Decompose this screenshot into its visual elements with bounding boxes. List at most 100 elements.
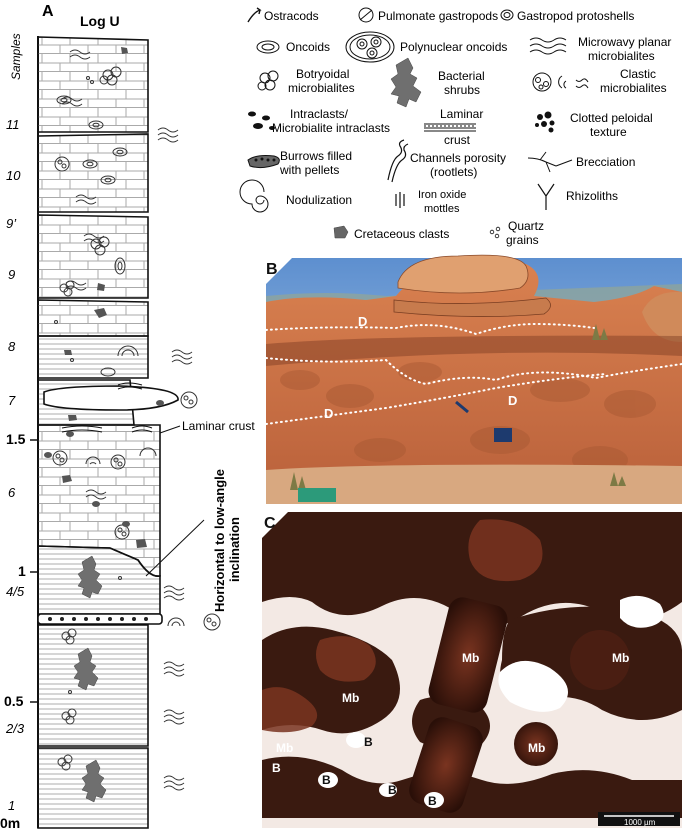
bed-10 xyxy=(37,133,149,213)
photo-c-label: Mb xyxy=(462,651,479,665)
legend-label: crust xyxy=(444,133,471,147)
legend-label: Intraclasts/ xyxy=(290,107,349,121)
photo-c-label: Mb xyxy=(528,741,545,755)
legend-label: Nodulization xyxy=(286,193,352,207)
channel-porosity-icon xyxy=(387,139,409,183)
photo-c-label: Mb xyxy=(276,741,293,755)
legend-label: Oncoids xyxy=(286,40,330,54)
legend-label: grains xyxy=(506,233,539,247)
legend-label: Clastic xyxy=(620,67,656,81)
log-column xyxy=(37,36,179,829)
sample-label: 9’ xyxy=(6,216,17,231)
scale-bar-label: 1000 µm xyxy=(624,818,656,827)
legend-label: Laminar xyxy=(440,107,483,121)
legend-label: Rhizoliths xyxy=(566,189,618,203)
bed-9 xyxy=(37,214,149,299)
legend-label: Iron oxide xyxy=(418,189,466,201)
legend-label: Polynuclear oncoids xyxy=(400,40,507,54)
bed-4-5 xyxy=(37,545,161,615)
photo-b-label: D xyxy=(324,406,333,421)
legend-label: Bacterial xyxy=(438,69,485,83)
bed-11 xyxy=(37,36,149,133)
legend-label: Cretaceous clasts xyxy=(354,227,449,241)
photo-c-label: B xyxy=(322,773,331,787)
depth-label: 0.5 xyxy=(4,693,24,709)
log-symbols xyxy=(52,49,157,771)
clotted-peloidal-icon xyxy=(535,111,555,133)
photo-b-label: D xyxy=(358,314,367,329)
legend-label: mottles xyxy=(424,203,460,215)
photo-c-label: B xyxy=(364,735,373,749)
sample-label: 4/5 xyxy=(6,584,25,599)
sample-label: 11 xyxy=(6,117,20,132)
sample-label: 1 xyxy=(8,798,15,813)
thin-section-photo: Mb Mb Mb Mb Mb B B B B B 1000 µm C xyxy=(262,512,682,828)
legend-label: Burrows filled xyxy=(280,149,352,163)
sample-label: 2/3 xyxy=(5,721,25,736)
laminar-crust-annotation: Laminar crust xyxy=(182,419,255,433)
legend-label: with pellets xyxy=(279,163,339,177)
outcrop-photo: D D D B xyxy=(265,254,683,504)
bacterial-shrub-icon xyxy=(390,57,422,108)
burrow-pellets-icon xyxy=(247,155,280,169)
legend-label: Quartz xyxy=(508,219,544,233)
microwavy-microbialite-icon xyxy=(529,37,567,55)
sample-label: 7 xyxy=(8,393,16,408)
panel-label-a: A xyxy=(42,3,54,20)
log-pellets xyxy=(48,617,148,621)
legend-label: microbialites xyxy=(600,81,667,95)
brecciation-icon xyxy=(527,151,573,173)
log-side-symbols xyxy=(157,127,221,791)
legend-label: Brecciation xyxy=(576,155,635,169)
photo-c-label: Mb xyxy=(612,651,629,665)
log-clasts xyxy=(44,47,164,548)
lens-7 xyxy=(43,385,179,411)
bed-8-lower xyxy=(37,335,149,379)
legend-label: microbialites xyxy=(588,49,655,63)
bed-8-upper xyxy=(37,299,149,337)
panel-label-c: C xyxy=(264,515,276,532)
log-title: Log U xyxy=(80,13,120,29)
ostracod-icon xyxy=(247,7,262,23)
sample-labels: 11 10 9’ 9 8 7 6 4/5 2/3 1 xyxy=(5,117,25,813)
inclination-leader xyxy=(145,519,205,577)
log-laminar-crust xyxy=(61,382,153,433)
gastropod-protoshell-icon xyxy=(500,9,514,21)
photo-b-label: D xyxy=(508,393,517,408)
legend-label: microbialites xyxy=(288,81,355,95)
laminar-crust-leader xyxy=(159,425,181,434)
laminar-crust-icon xyxy=(424,123,476,132)
clastic-microbialite-icon xyxy=(532,72,589,92)
sample-label: 6 xyxy=(8,485,16,500)
inclination-annotation: Horizontal to low-angle inclination xyxy=(212,465,242,612)
samples-axis-label: Samples xyxy=(9,33,23,80)
sample-label: 10 xyxy=(6,168,21,183)
photo-c-label: B xyxy=(388,783,397,797)
depth-label: 1 xyxy=(18,563,26,579)
legend-label: Ostracods xyxy=(264,9,319,23)
legend: Ostracods Pulmonate gastropods Gastropod… xyxy=(239,7,671,247)
quartz-grain-icon xyxy=(489,226,501,239)
iron-oxide-icon xyxy=(395,192,405,208)
pulmonate-gastropod-icon xyxy=(358,7,374,23)
legend-label: (rootlets) xyxy=(430,165,477,179)
photo-c-label: B xyxy=(428,794,437,808)
legend-label: Pulmonate gastropods xyxy=(378,9,498,23)
photo-c-label: Mb xyxy=(342,691,359,705)
oncoid-icon xyxy=(256,40,280,54)
legend-label: texture xyxy=(590,125,627,139)
depth-scale: 1.5 1 0.5 0m xyxy=(0,431,38,831)
intraclast-icon xyxy=(248,111,275,130)
nodulization-icon xyxy=(239,179,269,213)
legend-label: Microwavy planar xyxy=(578,35,671,49)
botryoidal-microbialite-icon xyxy=(257,70,279,91)
photo-c-label: B xyxy=(272,761,281,775)
depth-label: 1.5 xyxy=(6,431,26,447)
cretaceous-clast-icon xyxy=(333,225,349,239)
sample-label: 9 xyxy=(8,267,15,282)
legend-label: Botryoidal xyxy=(296,67,349,81)
sample-label: 8 xyxy=(8,339,16,354)
legend-label: shrubs xyxy=(444,83,480,97)
legend-label: Gastropod protoshells xyxy=(517,9,634,23)
legend-label: Channels porosity xyxy=(410,151,506,165)
